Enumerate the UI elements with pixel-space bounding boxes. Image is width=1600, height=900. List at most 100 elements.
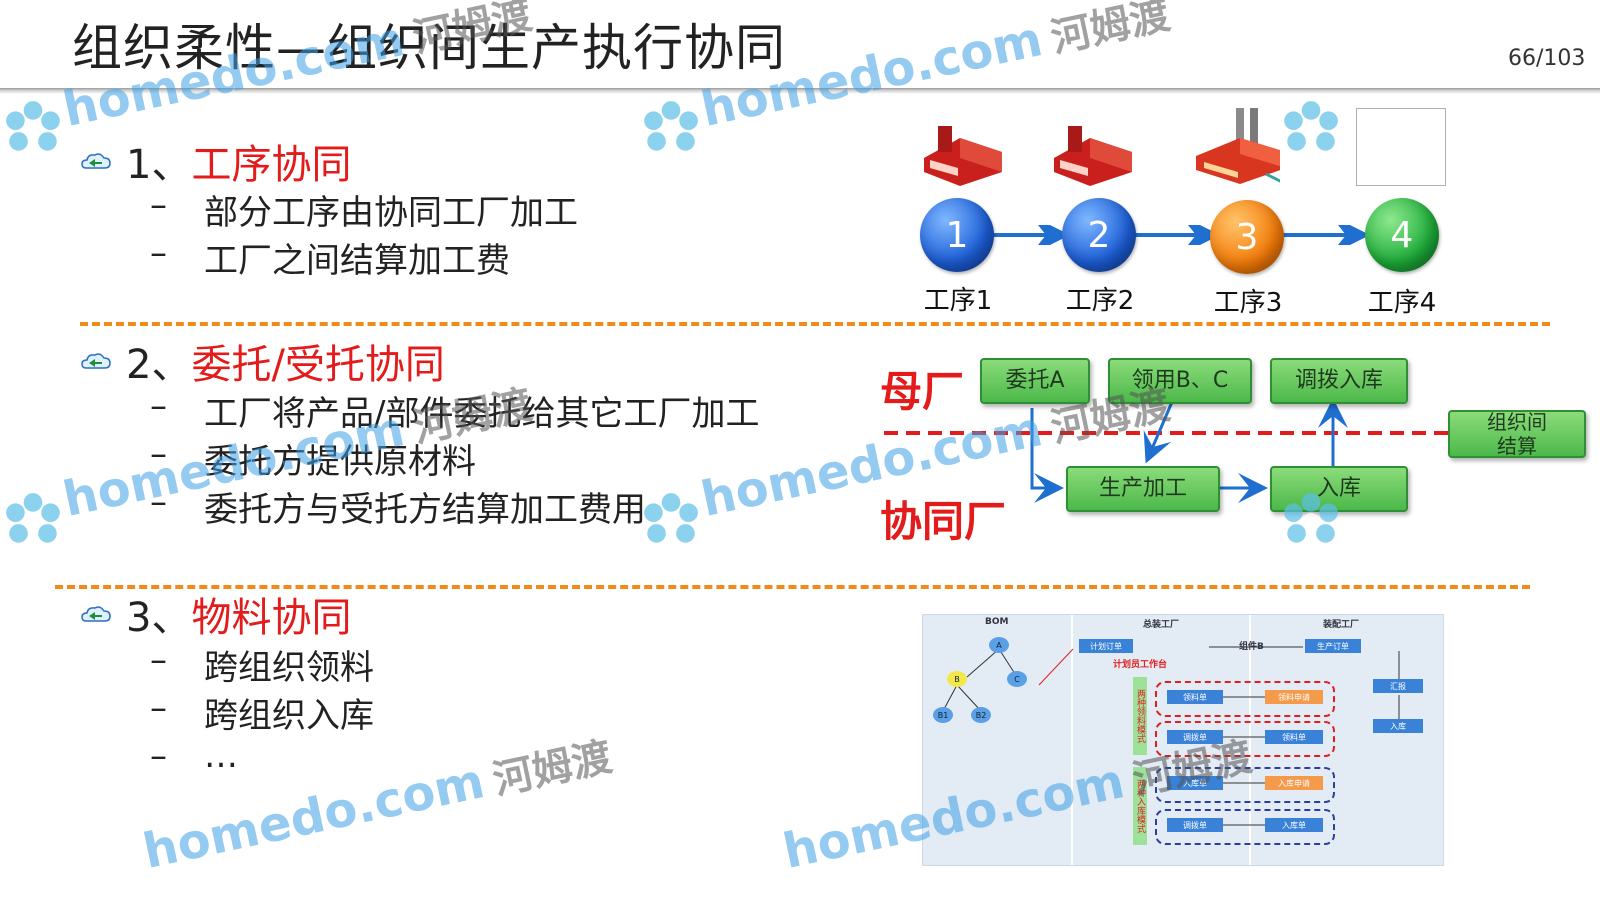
section-2-heading: 2、 委托/受托协同 — [80, 332, 445, 390]
stockin-mode-frame — [1155, 767, 1335, 803]
parent-factory-label: 母厂 — [880, 367, 965, 416]
bullet-point: – 跨组织领料 — [150, 640, 374, 689]
doc-box: 入库申请 — [1265, 776, 1323, 790]
bullet-text: 委托方提供原材料 — [204, 442, 476, 482]
section-1-heading: 1、 工序协同 — [80, 132, 351, 190]
bullet-text: 工厂之间结算加工费 — [204, 241, 510, 281]
process-step-label: 工序4 — [1367, 288, 1437, 318]
partner-factory-label: 协同厂 — [880, 497, 1007, 546]
pick-bc-box: 领用B、C — [1108, 358, 1252, 404]
doc-box: 领料申请 — [1265, 690, 1323, 704]
watermark-cn: 河姆渡 — [408, 381, 536, 452]
stock-in-box: 入库 — [1373, 719, 1423, 733]
picking-modes-label: 两种领料模式 — [1133, 677, 1147, 755]
cloud-arrow-icon — [81, 353, 111, 369]
doc-box: 入库单 — [1265, 818, 1323, 832]
bom-panel — [923, 615, 1073, 865]
image-placeholder-frame — [1356, 108, 1446, 186]
section-number: 3、 — [126, 595, 192, 641]
dash: – — [150, 736, 167, 776]
doc-box: 领料单 — [1265, 730, 1323, 744]
panel-title: BOM — [985, 617, 1009, 627]
factory-icon — [1054, 126, 1132, 186]
doc-box: 入库单 — [1167, 776, 1223, 790]
process-step-1: 1 — [920, 198, 994, 272]
picking-mode-frame — [1155, 681, 1335, 717]
bullet-point: – 委托方与受托方结算加工费用 — [150, 482, 646, 531]
watermark-cn: 河姆渡 — [1046, 0, 1174, 62]
panel-title: 总装工厂 — [1143, 620, 1180, 630]
bullet-text: … — [204, 736, 238, 776]
panel-title: 装配工厂 — [1323, 620, 1360, 630]
stockin-mode-frame — [1155, 809, 1335, 845]
bullet-point: – … — [150, 736, 238, 776]
dash: – — [150, 434, 167, 474]
flower-logo-icon — [6, 493, 60, 543]
dash: – — [150, 185, 167, 225]
process-step-3: 3 — [1210, 200, 1284, 274]
section-3-heading: 3、 物料协同 — [80, 585, 351, 643]
bullet-point: – 跨组织入库 — [150, 688, 374, 737]
bullet-text: 跨组织入库 — [204, 696, 374, 736]
section-name: 物料协同 — [191, 595, 352, 641]
flower-logo-icon — [6, 101, 60, 151]
dash: – — [150, 386, 167, 426]
inter-org-settlement-box: 组织间 结算 — [1448, 410, 1586, 458]
process-arrows — [990, 225, 1370, 245]
factory-illustrations — [924, 108, 1280, 186]
material-collaboration-diagram: BOM 总装工厂 装配工厂 A B C B1 B2 计划订单 计划员工作台 组件… — [922, 614, 1444, 866]
section-name: 工序协同 — [191, 142, 352, 188]
flower-logo-icon — [1284, 493, 1338, 543]
plan-workbench-label: 计划员工作台 — [1113, 660, 1168, 670]
doc-box: 调拨单 — [1167, 818, 1223, 832]
transfer-in-box: 调拨入库 — [1270, 358, 1408, 404]
flower-logo-icon — [1284, 101, 1338, 151]
component-label: 组件B — [1239, 642, 1264, 652]
bullet-point: – 部分工序由协同工厂加工 — [150, 185, 578, 234]
production-order-box: 生产订单 — [1305, 639, 1361, 653]
section-number: 1、 — [126, 142, 192, 188]
bullet-text: 工厂将产品/部件委托给其它工厂加工 — [204, 394, 760, 434]
process-step-2: 2 — [1062, 198, 1136, 272]
doc-box: 调拨单 — [1167, 730, 1223, 744]
bom-node: A — [989, 637, 1009, 653]
production-box: 生产加工 — [1066, 466, 1220, 512]
delegate-a-box: 委托A — [980, 358, 1090, 404]
cloud-arrow-icon — [81, 606, 111, 622]
report-box: 汇报 — [1373, 679, 1423, 693]
process-step-4: 4 — [1365, 198, 1439, 272]
watermark-cn: 河姆渡 — [488, 733, 616, 804]
flower-logo-icon — [644, 101, 698, 151]
section-number: 2、 — [126, 342, 192, 388]
bom-node: B — [947, 671, 967, 687]
title-underline — [0, 88, 1600, 94]
plan-order-box: 计划订单 — [1079, 639, 1133, 653]
diagram-connectors — [942, 646, 1400, 826]
doc-box: 领料单 — [1167, 690, 1223, 704]
flower-logo-icon — [644, 493, 698, 543]
dash: – — [150, 482, 167, 522]
bullet-point: – 委托方提供原材料 — [150, 434, 476, 483]
slide-title: 组织柔性—组织间生产执行协同 — [72, 19, 786, 77]
arrow — [1030, 408, 1064, 503]
bullet-text: 委托方与受托方结算加工费用 — [204, 490, 646, 530]
dash: – — [150, 640, 167, 680]
section-name: 委托/受托协同 — [191, 342, 445, 388]
delegation-connectors — [884, 398, 1450, 503]
picking-mode-frame — [1155, 721, 1335, 757]
section-separator — [55, 585, 1530, 589]
bullet-point: – 工厂将产品/部件委托给其它工厂加工 — [150, 386, 759, 435]
process-step-label: 工序3 — [1213, 288, 1283, 318]
bom-node: B2 — [971, 707, 991, 723]
dash: – — [150, 688, 167, 728]
process-step-label: 工序1 — [923, 286, 993, 316]
bullet-text: 部分工序由协同工厂加工 — [204, 193, 578, 233]
dash: – — [150, 233, 167, 273]
bullet-point: – 工厂之间结算加工费 — [150, 233, 510, 282]
bom-node: C — [1007, 671, 1027, 687]
process-step-label: 工序2 — [1065, 286, 1135, 316]
arrow — [1143, 401, 1174, 464]
page-number: 66/103 — [1508, 46, 1586, 71]
section-separator — [80, 322, 1550, 326]
bullet-text: 跨组织领料 — [204, 648, 374, 688]
